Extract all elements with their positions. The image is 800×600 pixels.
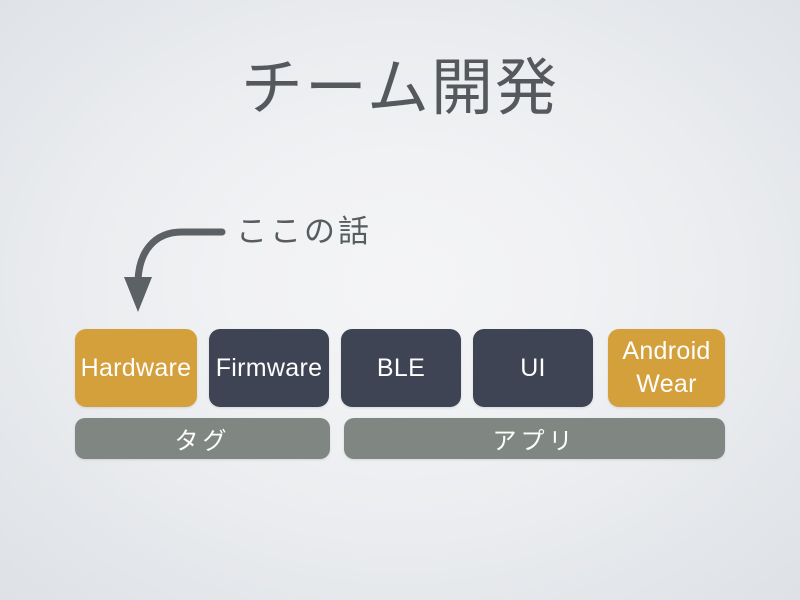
stack-box: UI: [473, 329, 593, 407]
stack-box: Firmware: [209, 329, 329, 407]
stack-box-label: Android Wear: [622, 337, 711, 398]
stack-group-bar: タグ: [75, 418, 330, 459]
stack-box-label: UI: [520, 354, 546, 382]
stack-box: Android Wear: [608, 329, 725, 407]
curved-arrow-down-left-icon: [124, 228, 226, 312]
stack-group-bar: アプリ: [344, 418, 725, 459]
stack-box: Hardware: [75, 329, 197, 407]
stack-box: BLE: [341, 329, 461, 407]
page-title: チーム開発: [240, 54, 560, 123]
stack-box-label: BLE: [376, 354, 426, 382]
stack-group-label: タグ: [174, 428, 231, 455]
stack-group-label: アプリ: [492, 428, 577, 455]
stack-box-label: Hardware: [80, 354, 192, 382]
callout-label: ここの話: [236, 214, 372, 249]
stack-box-label: Firmware: [215, 354, 323, 382]
